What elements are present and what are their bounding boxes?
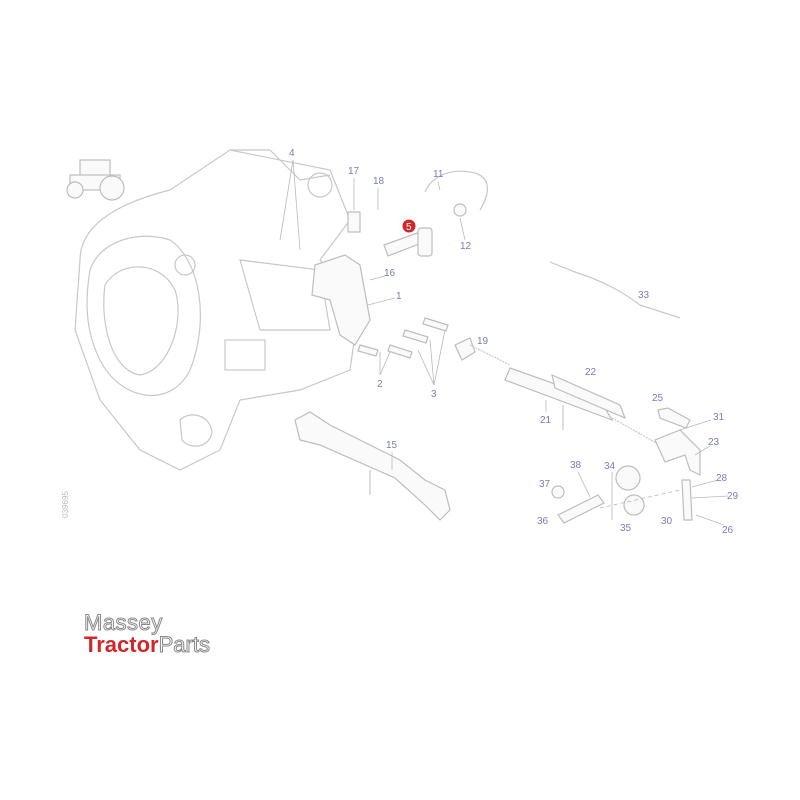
part-36 [557, 494, 605, 524]
drawing-code: 039695 [60, 491, 70, 518]
massey-tractor-parts-logo: Massey TractorParts [84, 610, 211, 657]
top-link [454, 337, 701, 476]
callout-31[interactable]: 31 [713, 412, 725, 423]
part-26 [681, 479, 693, 521]
callout-4[interactable]: 4 [289, 148, 295, 159]
callout-26[interactable]: 26 [722, 525, 734, 536]
callout-2[interactable]: 2 [377, 379, 383, 390]
callout-35[interactable]: 35 [620, 523, 632, 534]
callout-23[interactable]: 23 [708, 437, 720, 448]
part-25 [657, 407, 691, 429]
part-37 [551, 485, 565, 499]
part-17 [347, 211, 361, 233]
callout-37[interactable]: 37 [539, 479, 551, 490]
callout-22[interactable]: 22 [585, 367, 597, 378]
part-35 [623, 494, 645, 516]
callout-17[interactable]: 17 [348, 166, 360, 177]
callout-33[interactable]: 33 [638, 290, 650, 301]
callout-29[interactable]: 29 [727, 491, 739, 502]
callout-30[interactable]: 30 [661, 516, 673, 527]
sensor-33 [549, 261, 681, 319]
callout-21[interactable]: 21 [540, 415, 552, 426]
transmission-housing [74, 149, 361, 471]
callout-38[interactable]: 38 [570, 460, 582, 471]
logo-tractor: Tractor [84, 632, 159, 657]
callout-18[interactable]: 18 [373, 176, 385, 187]
cable-11 [424, 170, 488, 211]
callout-15[interactable]: 15 [386, 440, 398, 451]
callout-11[interactable]: 11 [433, 169, 444, 180]
callout-5[interactable]: 5 [406, 222, 412, 233]
lift-rod-15 [294, 411, 451, 521]
bracket-16 [311, 254, 371, 346]
logo-line-1: Massey [84, 610, 163, 635]
callout-36[interactable]: 36 [537, 516, 549, 527]
callout-25[interactable]: 25 [652, 393, 664, 404]
callout-16[interactable]: 16 [384, 268, 396, 279]
callout-12[interactable]: 12 [460, 241, 472, 252]
callout-3[interactable]: 3 [431, 389, 437, 400]
callout-1[interactable]: 1 [396, 291, 402, 302]
pin-part-5 [383, 227, 433, 257]
tractor-icon [66, 159, 125, 201]
leader-lines [279, 159, 729, 526]
bolts [357, 317, 449, 359]
callout-34[interactable]: 34 [604, 461, 616, 472]
callout-labels: 4 17 18 11 5 12 16 1 33 19 22 2 3 25 31 … [289, 148, 739, 536]
callout-5-marker [402, 219, 416, 233]
callout-28[interactable]: 28 [716, 473, 728, 484]
part-34 [615, 465, 641, 491]
callout-19[interactable]: 19 [477, 336, 489, 347]
logo-parts: Parts [158, 632, 210, 657]
part-22 [551, 373, 627, 420]
